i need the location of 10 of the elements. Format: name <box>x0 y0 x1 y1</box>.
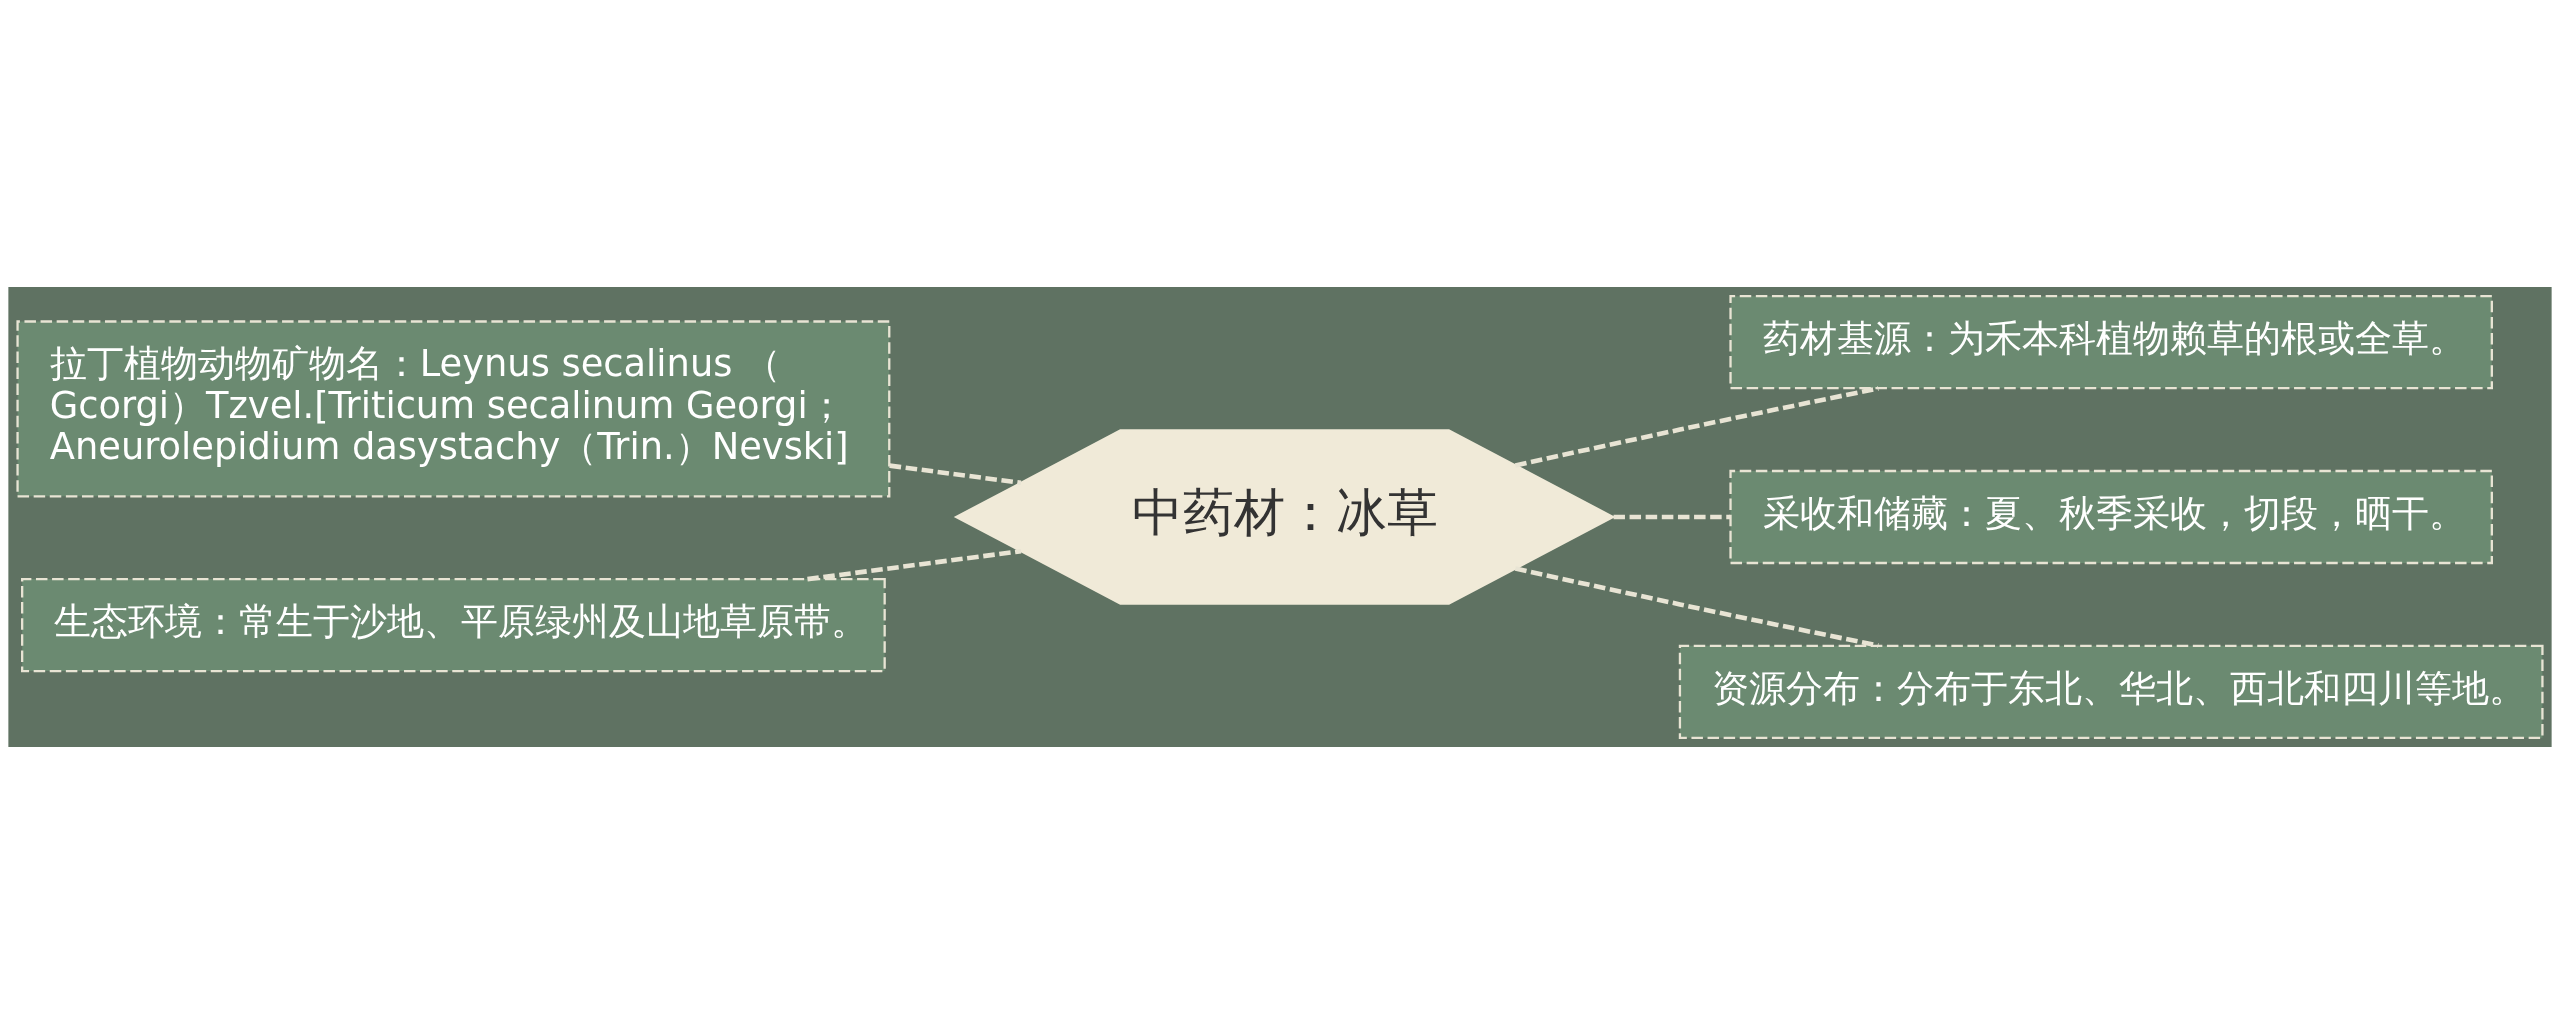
node-box: 拉丁植物动物矿物名：Leynus secalinus （Gcorgi）Tzvel.[Triticum secalinum Georgi； Aneurolepidium dasystachy（Trin.）Nevski] <box>16 320 891 498</box>
node-box: 采收和储藏：夏、秋季采收，切段，晒干。 <box>1729 469 2493 565</box>
node-box: 药材基源：为禾本科植物赖草的根或全草。 <box>1729 295 2493 390</box>
connector <box>807 548 1022 582</box>
connector <box>1514 566 1879 648</box>
connector <box>889 463 1022 486</box>
connector <box>1613 514 1731 520</box>
connector <box>1514 386 1879 468</box>
node-box: 资源分布：分布于东北、华北、西北和四川等地。 <box>1678 644 2544 739</box>
node-box: 生态环境：常生于沙地、平原绿州及山地草原带。 <box>21 577 886 673</box>
